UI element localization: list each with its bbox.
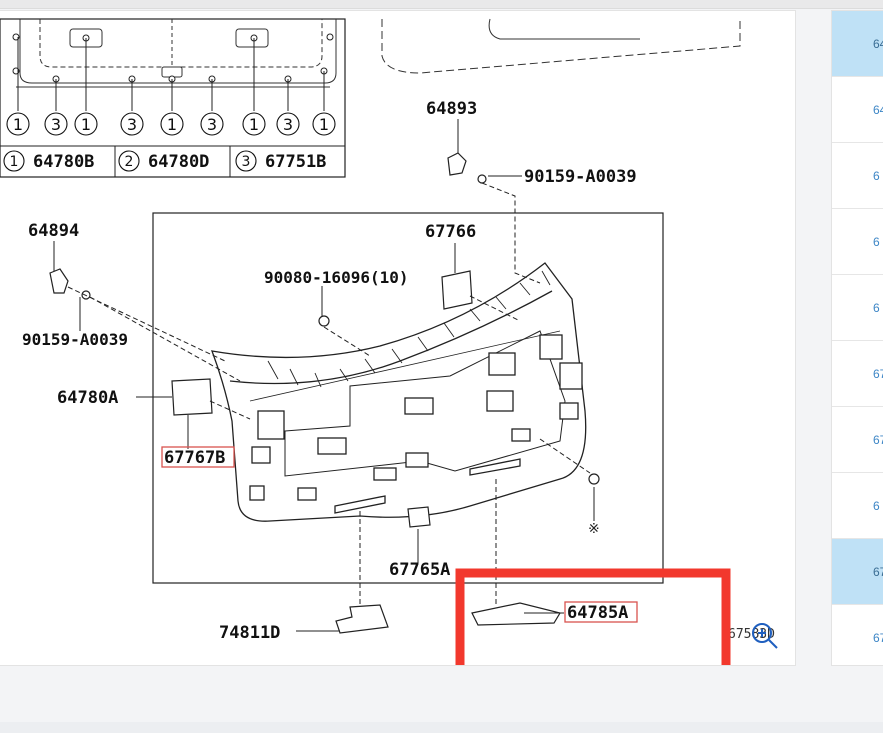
- side-list-item-label: 64: [873, 36, 883, 51]
- side-list-item-label: 67: [873, 564, 883, 579]
- side-list-item-label: 6: [873, 234, 880, 249]
- clip-callout-circle: [6, 112, 30, 136]
- clip-callout-number: 3: [207, 115, 217, 134]
- clip-callout-number: 1: [319, 115, 329, 134]
- legend-num: 2: [125, 154, 134, 170]
- side-list-item-label: 67: [873, 432, 883, 447]
- legend-num: 3: [242, 154, 251, 170]
- parts-side-list: 64 64 6 6 6 67 67 6 67 67: [831, 10, 883, 666]
- note-mark: ※: [588, 520, 600, 536]
- label-highlight-67767b: [161, 446, 235, 468]
- part-label-64894[interactable]: 64894: [28, 221, 79, 241]
- clip-callout-number: 1: [249, 115, 259, 134]
- side-list-item[interactable]: 6: [832, 143, 883, 209]
- clip-legend: 1 64780B 2 64780D 3 67751B: [3, 150, 326, 172]
- clip-inset: 1 3 1 3 1 3 1 3 1 1 64780B 2 64780D 3 67751B: [0, 18, 346, 178]
- assembly-frame: [152, 212, 664, 584]
- part-label-64785a[interactable]: 64785A: [567, 603, 628, 623]
- part-label-64780a[interactable]: 64780A: [57, 388, 118, 408]
- side-list-item-label: 6: [873, 498, 880, 513]
- clip-callout-circle: [312, 112, 336, 136]
- side-list-item-label: 67: [873, 366, 883, 381]
- side-list-item[interactable]: 67: [832, 539, 883, 605]
- selected-part-highlight: [455, 568, 731, 665]
- part-label-67583d[interactable]: 67583D: [728, 627, 775, 642]
- side-list-item-label: 6: [873, 300, 880, 315]
- part-label-67765a[interactable]: 67765A: [389, 560, 450, 580]
- legend-part: 67751B: [265, 152, 326, 172]
- legend-part: 64780D: [148, 152, 209, 172]
- bottom-strip: [0, 722, 883, 733]
- side-list-item[interactable]: 6: [832, 209, 883, 275]
- label-highlight-64785a: [564, 601, 638, 623]
- clip-callout-number: 1: [81, 115, 91, 134]
- part-label-74811d[interactable]: 74811D: [219, 623, 280, 643]
- top-bar: [0, 0, 883, 9]
- clip-callout-number: 1: [167, 115, 177, 134]
- side-list-item-label: 64: [873, 102, 883, 117]
- clip-callouts: 1 3 1 3 1 3 1 3 1: [6, 112, 336, 136]
- part-label-67767b[interactable]: 67767B: [164, 448, 225, 468]
- side-list-item[interactable]: 67: [832, 605, 883, 665]
- side-list-item[interactable]: 6: [832, 275, 883, 341]
- part-label-90159-left[interactable]: 90159-A0039: [22, 330, 128, 349]
- side-list-item[interactable]: 67: [832, 341, 883, 407]
- clip-callout-number: 1: [13, 115, 23, 134]
- clip-callout-circle: [74, 112, 98, 136]
- clip-callout-circle: [242, 112, 266, 136]
- side-list-item-label: 6: [873, 168, 880, 183]
- magnifier-plus-icon[interactable]: [752, 623, 778, 649]
- side-list-item[interactable]: 67: [832, 407, 883, 473]
- small-parts: [49, 152, 600, 634]
- clip-callout-circle: [160, 112, 184, 136]
- part-label-67766[interactable]: 67766: [425, 222, 476, 242]
- clip-callout-circle: [44, 112, 68, 136]
- part-label-90080[interactable]: 90080-16096(10): [264, 268, 409, 287]
- parts-diagram-card: 1 3 1 3 1 3 1 3 1 1 64780B 2 64780D 3 67751B: [0, 10, 796, 666]
- side-list-item-label: 67: [873, 630, 883, 645]
- legend-num: 1: [10, 154, 19, 170]
- clip-callout-circle: [200, 112, 224, 136]
- side-list-item[interactable]: 64: [832, 77, 883, 143]
- back-door-trim-panel: [210, 262, 587, 522]
- clip-callout-circle: [120, 112, 144, 136]
- parts-diagram: 1 3 1 3 1 3 1 3 1 1 64780B 2 64780D 3 67751B: [0, 18, 778, 665]
- clip-callout-number: 3: [51, 115, 61, 134]
- clip-callout-number: 3: [283, 115, 293, 134]
- clip-callout-circle: [276, 112, 300, 136]
- clip-callout-number: 3: [127, 115, 137, 134]
- legend-part: 64780B: [33, 152, 94, 172]
- part-label-64893[interactable]: 64893: [426, 99, 477, 119]
- part-label-90159-top[interactable]: 90159-A0039: [524, 167, 637, 187]
- side-list-item[interactable]: 6: [832, 473, 883, 539]
- side-list-item[interactable]: 64: [832, 11, 883, 77]
